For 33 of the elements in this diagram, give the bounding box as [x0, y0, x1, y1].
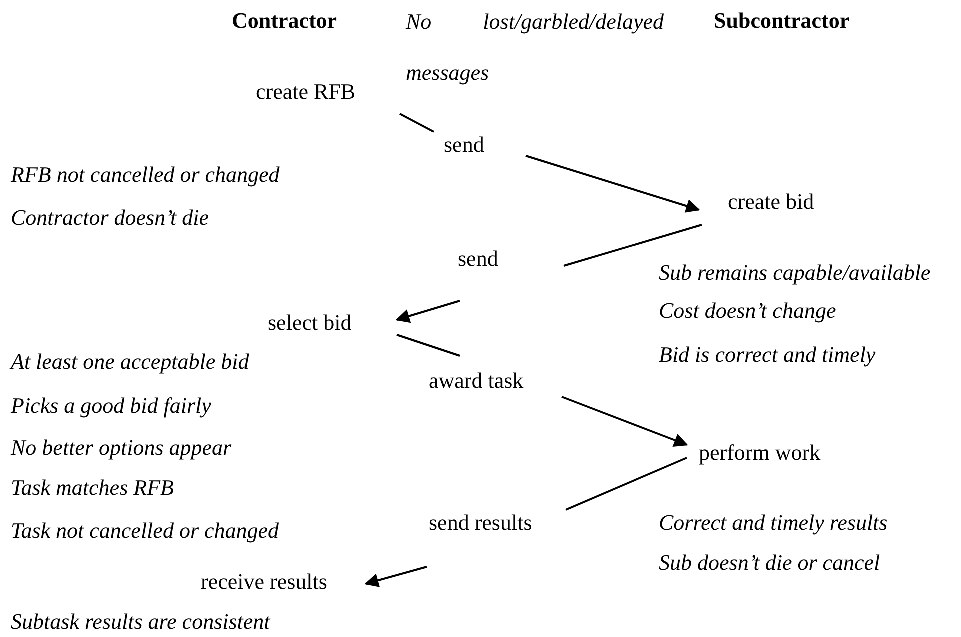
condition-note: No better options appear — [11, 435, 232, 461]
column-heading: Subcontractor — [714, 8, 850, 34]
arrow — [396, 300, 460, 324]
step-label: select bid — [266, 310, 397, 336]
step-label: receive results — [199, 569, 366, 595]
condition-note: Cost doesn’t change — [659, 298, 836, 324]
arrow — [526, 155, 700, 213]
connector-line — [396, 334, 460, 357]
condition-note: No lost/garbled/delayed messages — [406, 8, 664, 87]
condition-note: RFB not cancelled or changed — [11, 162, 280, 188]
condition-note: Subtask results are consistent — [11, 609, 270, 635]
condition-note: Task not cancelled or changed — [11, 518, 280, 544]
condition-note: Contractor doesn’t die — [11, 205, 209, 231]
connector-line — [400, 113, 434, 133]
condition-note: Bid is correct and timely — [659, 342, 876, 368]
condition-note: At least one acceptable bid — [11, 349, 250, 375]
step-label: send results — [427, 510, 566, 567]
connector-line — [564, 224, 702, 267]
step-label: send — [434, 132, 526, 158]
step-label: create RFB — [254, 79, 400, 115]
condition-note: Task matches RFB — [11, 475, 174, 501]
connector-line — [566, 457, 688, 511]
condition-note: Sub doesn’t die or cancel — [659, 550, 880, 576]
condition-note: Picks a good bid fairly — [11, 393, 212, 419]
column-heading: Contractor — [232, 8, 338, 34]
condition-note: Correct and timely results — [659, 510, 888, 536]
arrow — [364, 566, 428, 588]
step-label: send — [456, 246, 564, 301]
arrow — [562, 396, 688, 448]
step-label: create bid — [699, 189, 816, 225]
condition-note: Sub remains capable/available — [659, 260, 931, 286]
step-label: award task — [427, 356, 562, 397]
step-label: perform work — [687, 440, 823, 466]
